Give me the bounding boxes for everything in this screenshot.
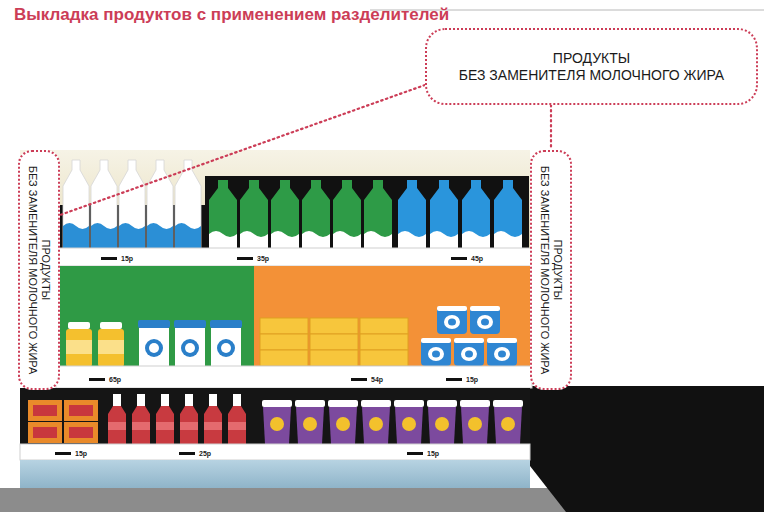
yellow-boxes (260, 318, 408, 366)
jars (66, 322, 124, 367)
text-line: Выкладка продуктов (14, 5, 197, 24)
price-tag: 15р (465, 376, 479, 383)
shelf-edge (56, 366, 532, 388)
title: Выкладка продуктов с применением раздели… (14, 4, 449, 25)
price-tag: 15р (120, 255, 134, 262)
divider-panel: ПРОДУКТЫ БЕЗ ЗАМЕНИТЕЛЯ МОЛОЧНОГО ЖИРА (530, 150, 572, 390)
red-bottles (108, 394, 246, 444)
blue-bottles (398, 180, 522, 250)
price-tag: 15р (74, 450, 88, 457)
top-backdrop (20, 150, 530, 250)
tag-bar (89, 378, 105, 381)
callout-leader (60, 85, 425, 215)
orange-backdrop (254, 266, 530, 368)
tag-bar (101, 257, 117, 260)
white-bottles (63, 160, 201, 250)
shelf-edge (56, 248, 532, 266)
green-backdrop (56, 266, 254, 368)
cups (138, 320, 242, 366)
price-tag: 54р (370, 376, 384, 383)
text-line: ПРОДУКТЫ (39, 166, 52, 375)
text-line: БЕЗ ЗАМЕНИТЕЛЯ МОЛОЧНОГО ЖИРА (538, 166, 551, 375)
divider-label: ПРОДУКТЫ БЕЗ ЗАМЕНИТЕЛЯ МОЛОЧНОГО ЖИРА (538, 166, 564, 375)
price-tag: 35р (256, 255, 270, 262)
tag-bar (407, 452, 423, 455)
tag-bar (237, 257, 253, 260)
price-tag-bars (55, 257, 467, 455)
price-tag: 45р (470, 255, 484, 262)
callout-leader (550, 105, 552, 150)
text-line: БЕЗ ЗАМЕНИТЕЛЯ МОЛОЧНОГО ЖИРА (459, 67, 724, 84)
boxes (28, 400, 98, 443)
shelf-base (20, 460, 530, 488)
green-bottles (209, 180, 392, 250)
divider-panel: ПРОДУКТЫ БЕЗ ЗАМЕНИТЕЛЯ МОЛОЧНОГО ЖИРА (18, 150, 60, 390)
callout-box: ПРОДУКТЫ БЕЗ ЗАМЕНИТЕЛЯ МОЛОЧНОГО ЖИРА (425, 28, 758, 105)
callout-label: ПРОДУКТЫ БЕЗ ЗАМЕНИТЕЛЯ МОЛОЧНОГО ЖИРА (459, 50, 724, 84)
divider-label: ПРОДУКТЫ БЕЗ ЗАМЕНИТЕЛЯ МОЛОЧНОГО ЖИРА (26, 166, 52, 375)
text-line: БЕЗ ЗАМЕНИТЕЛЯ МОЛОЧНОГО ЖИРА (26, 166, 39, 375)
tag-bar (55, 452, 71, 455)
price-tag: 65р (108, 376, 122, 383)
bottom-backdrop (20, 388, 530, 446)
cans (421, 306, 517, 366)
tag-bar (446, 378, 462, 381)
price-tag: 25р (198, 450, 212, 457)
price-tag: 15р (426, 450, 440, 457)
text-line: ПРОДУКТЫ (551, 166, 564, 375)
tag-bar (179, 452, 195, 455)
shelf-edge (20, 444, 530, 460)
purple-cups (262, 400, 523, 444)
bottle-gaps (205, 176, 529, 250)
text-line: с применением разделителей (197, 5, 450, 24)
rotated-holder: ПРОДУКТЫ БЕЗ ЗАМЕНИТЕЛЯ МОЛОЧНОГО ЖИРА (532, 152, 570, 388)
tag-bar (351, 378, 367, 381)
text-line: ПРОДУКТЫ (459, 50, 724, 67)
rotated-holder: ПРОДУКТЫ БЕЗ ЗАМЕНИТЕЛЯ МОЛОЧНОГО ЖИРА (20, 152, 58, 388)
tag-bar (451, 257, 467, 260)
shadow (530, 386, 764, 512)
